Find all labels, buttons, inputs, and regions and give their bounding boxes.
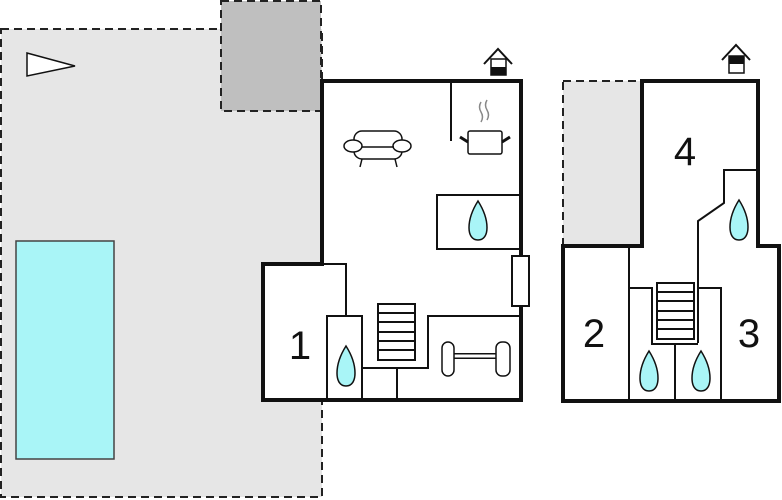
window [511,255,530,307]
compass-arrow-icon [26,52,76,77]
water-drop-icon [336,344,356,387]
sofa-icon [343,130,412,168]
water-drop-icon [691,349,711,392]
stairs-icon [656,282,695,340]
water-drop-icon [729,198,749,241]
covered-area [220,0,322,112]
room-label-2: 2 [583,312,605,356]
room-label-1: 1 [289,324,311,368]
pool [15,240,115,460]
dumbbell-icon [441,341,511,377]
water-drop-icon [639,349,659,392]
water-drop-icon [468,199,488,241]
main-building: 1 [261,47,530,402]
stairs-icon [377,303,416,361]
house-entrance-icon [483,47,513,76]
room-label-3: 3 [738,312,760,356]
second-building: 4 2 3 [561,43,781,403]
house-upper-floor-icon [721,43,751,74]
room-label-4: 4 [674,130,696,174]
kitchen-pot-icon [459,99,511,155]
